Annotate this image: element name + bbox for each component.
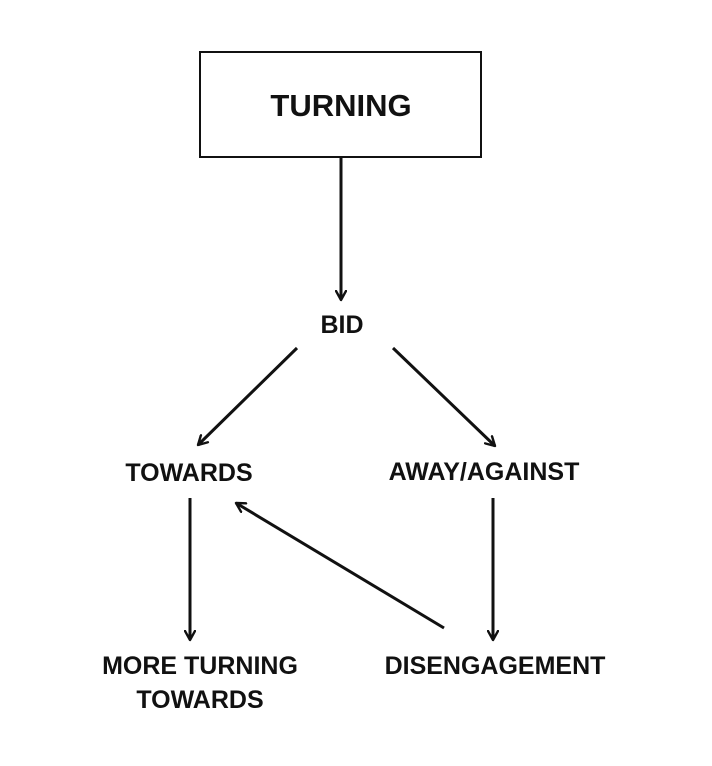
more-turning-towards-line-2: TOWARDS: [136, 686, 263, 714]
turning-label: TURNING: [270, 88, 411, 123]
more-turning-towards-line-1: MORE TURNING: [102, 652, 298, 680]
node-towards: TOWARDS: [125, 459, 252, 487]
edge-disengagement-to-towards: [236, 501, 445, 630]
node-turning: TURNING: [199, 51, 482, 158]
node-disengagement: DISENGAGEMENT: [385, 652, 606, 680]
edge-bid-to-away-against: [391, 346, 495, 446]
edge-bid-to-towards: [198, 346, 299, 445]
node-away-against: AWAY/AGAINST: [389, 458, 580, 486]
node-more-turning-towards: MORE TURNING TOWARDS: [102, 652, 298, 714]
turning-box: [199, 51, 482, 158]
node-bid: BID: [320, 311, 363, 339]
